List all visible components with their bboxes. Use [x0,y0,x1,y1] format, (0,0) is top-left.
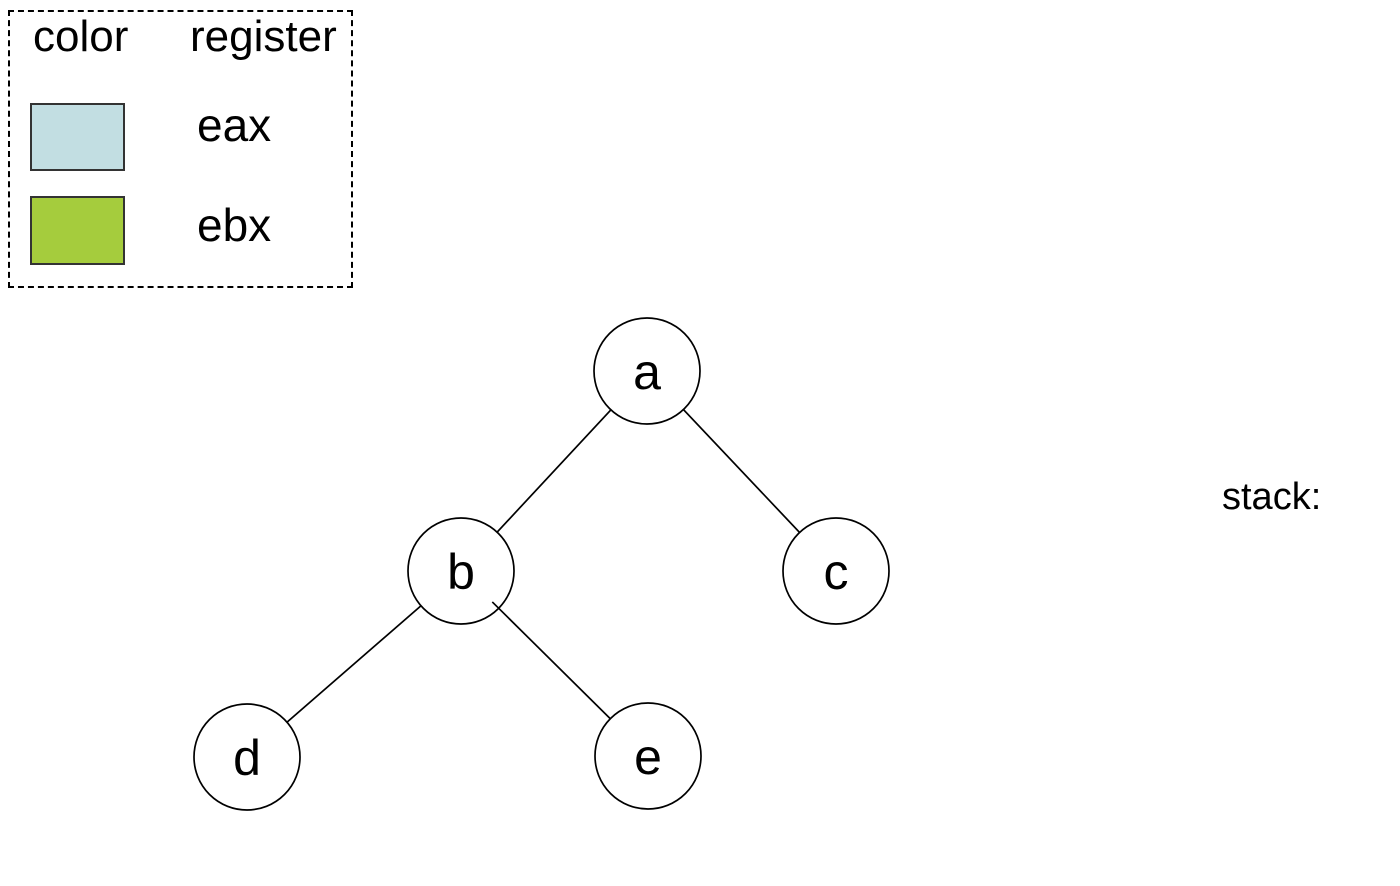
tree-node-d: d [193,703,301,811]
legend-header-color: color [33,12,129,61]
tree-node-c: c [782,517,890,625]
node-circle-e [594,702,702,810]
legend-swatch-ebx [30,196,125,265]
legend-header-register: register [190,12,337,61]
node-label-e: e [634,729,662,785]
node-circle-b [407,517,515,625]
legend-box: color register eax ebx [8,10,353,288]
node-circle-a [593,317,701,425]
tree-node-b: b [407,517,515,625]
node-label-a: a [633,344,661,400]
node-label-d: d [233,730,261,786]
legend-label-eax: eax [197,99,272,151]
edge-b-e [491,601,611,720]
legend-label-ebx: ebx [197,199,272,251]
tree-node-a: a [593,317,701,425]
node-circle-c [782,517,890,625]
node-circle-d [193,703,301,811]
legend-swatch-eax [30,103,125,171]
tree-node-e: e [594,702,702,810]
node-label-c: c [824,544,849,600]
stack-label: stack: [1222,476,1322,518]
node-label-b: b [447,544,475,600]
